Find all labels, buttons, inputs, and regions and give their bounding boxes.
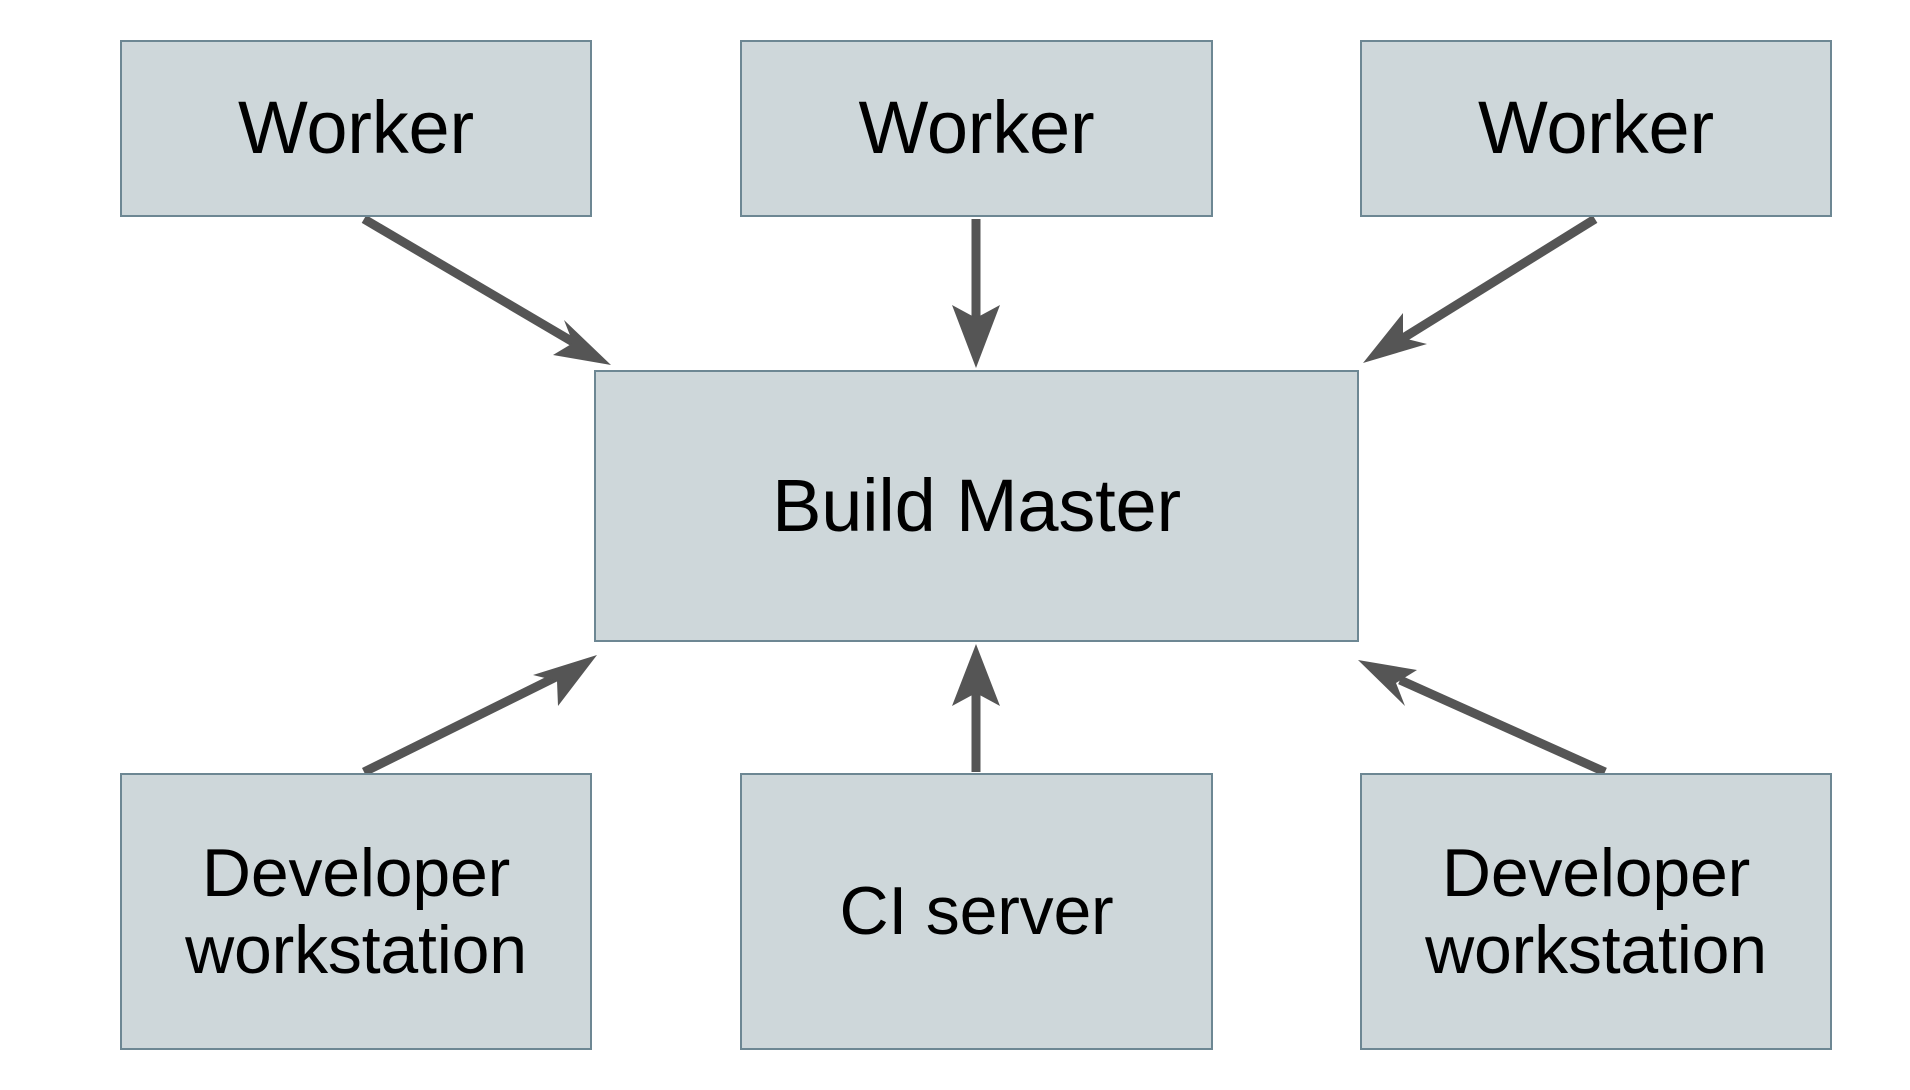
- node-worker-2-label: Worker: [858, 86, 1095, 170]
- node-developer-workstation-right[interactable]: Developer workstation: [1360, 773, 1832, 1050]
- arrow-worker-3-to-build-master: [1363, 215, 1598, 363]
- node-build-master-label: Build Master: [772, 463, 1181, 547]
- node-worker-3-label: Worker: [1478, 86, 1714, 170]
- arrow-dev-right-to-build-master: [1358, 660, 1607, 777]
- node-worker-3[interactable]: Worker: [1360, 40, 1832, 217]
- node-ci-server[interactable]: CI server: [740, 773, 1213, 1050]
- arrow-worker-2-to-build-master: [952, 219, 1000, 368]
- node-worker-1-label: Worker: [238, 86, 474, 170]
- arrow-ci-server-to-build-master: [952, 644, 1000, 772]
- node-developer-workstation-left[interactable]: Developer workstation: [120, 773, 592, 1050]
- node-worker-2[interactable]: Worker: [740, 40, 1213, 217]
- arrow-dev-left-to-build-master: [362, 655, 597, 777]
- node-developer-workstation-right-label: Developer workstation: [1425, 835, 1767, 988]
- node-worker-1[interactable]: Worker: [120, 40, 592, 217]
- node-developer-workstation-left-label: Developer workstation: [185, 835, 527, 988]
- node-build-master[interactable]: Build Master: [594, 370, 1359, 642]
- arrow-worker-1-to-build-master: [361, 215, 611, 365]
- node-ci-server-label: CI server: [839, 873, 1114, 950]
